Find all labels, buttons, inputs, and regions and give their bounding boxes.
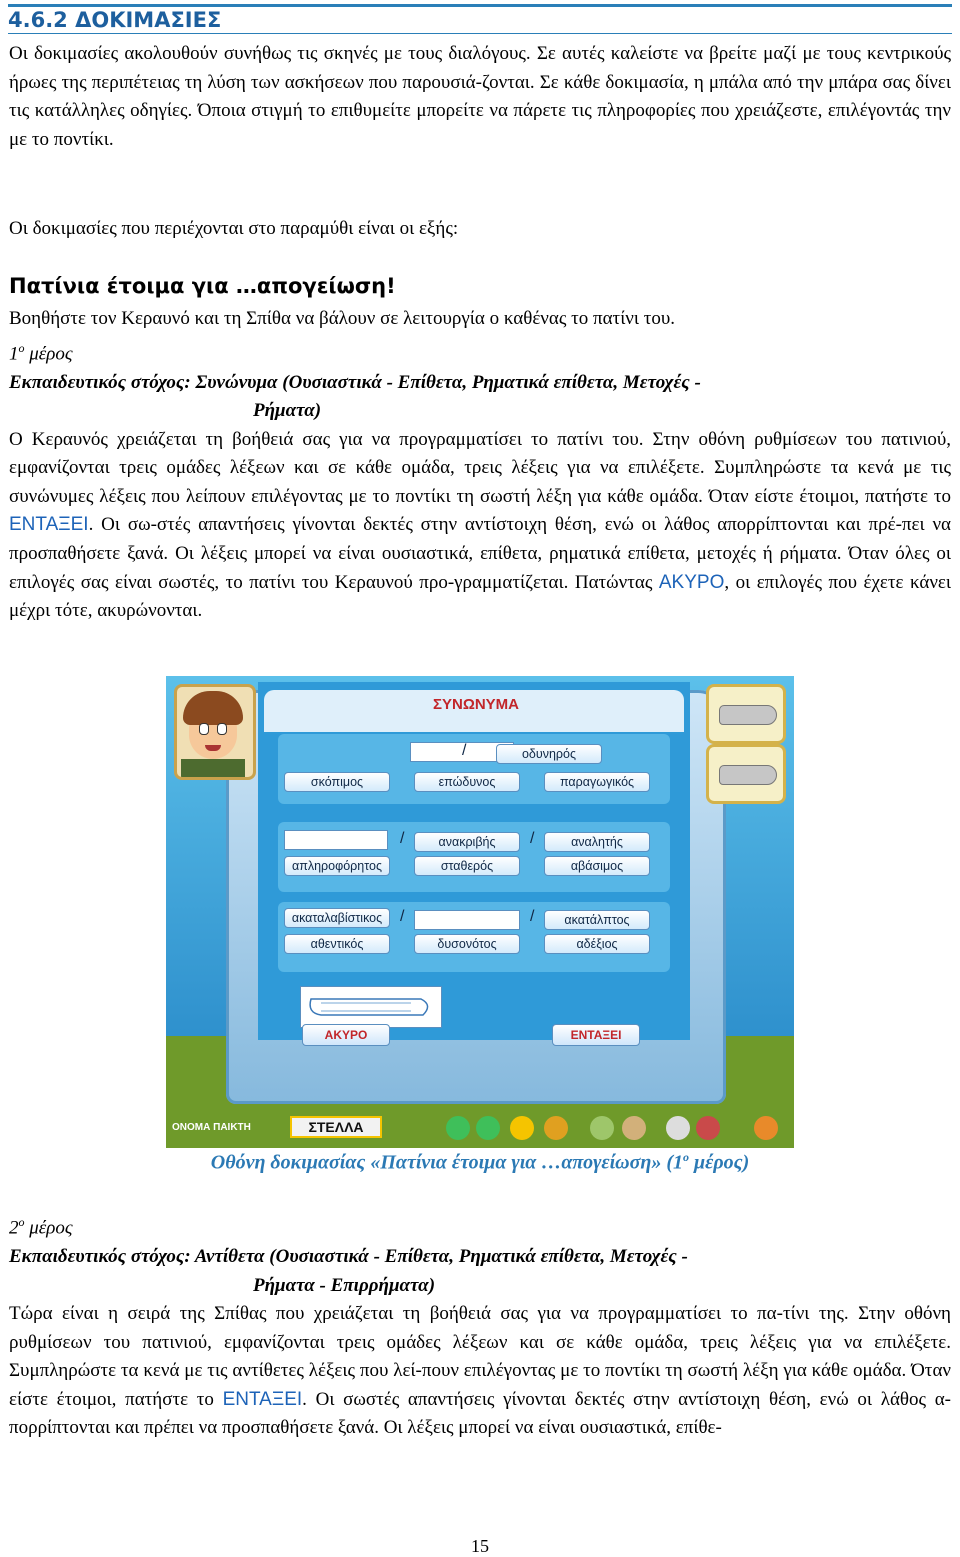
ok-word: ΕΝΤΑΞΕΙ — [9, 514, 89, 536]
word-slot[interactable] — [284, 830, 388, 850]
part1-label: 1ο μέρος — [9, 340, 73, 364]
player-name: ΣΤΕΛΛΑ — [290, 1116, 382, 1138]
task-title: Πατίνια έτοιμα για …απογείωση! — [9, 274, 396, 298]
page-number: 15 — [471, 1536, 489, 1556]
character-avatar — [174, 684, 256, 780]
figure-caption: Οθόνη δοκιμασίας «Πατίνια έτοιμα για …απ… — [210, 1150, 750, 1174]
part2-body: 2ο μέρος Εκπαιδευτικός στόχος: Αντίθετα … — [9, 1208, 951, 1443]
target-word: αναλητής — [544, 832, 650, 852]
choice-button[interactable]: απληροφόρητος — [284, 856, 390, 876]
ok-word: ΕΝΤΑΞΕΙ — [222, 1388, 303, 1410]
skate-icon — [719, 705, 777, 725]
part1-goal: Εκπαιδευτικός στόχος: Συνώνυμα (Ουσιαστι… — [9, 371, 701, 393]
task-subtitle: Βοηθήστε τον Κεραυνό και τη Σπίθα να βάλ… — [9, 308, 676, 329]
part2-goal: Εκπαιδευτικός στόχος: Αντίθετα (Ουσιαστι… — [9, 1245, 688, 1267]
part1-description: Ο Κεραυνός χρειάζεται τη βοήθειά σας για… — [9, 428, 952, 622]
arrow-right-icon[interactable] — [476, 1116, 500, 1140]
intro-paragraph: Οι δοκιμασίες ακολουθούν συνήθως τις σκη… — [9, 43, 951, 150]
arrow-left-icon[interactable] — [446, 1116, 470, 1140]
tools-icon[interactable] — [622, 1116, 646, 1140]
printer-icon[interactable] — [666, 1116, 690, 1140]
skate-blueprint — [300, 986, 442, 1028]
part2-label: 2ο μέρος — [9, 1215, 73, 1239]
notepad-icon[interactable] — [590, 1116, 614, 1140]
intro-list-lead: Οι δοκιμασίες που περιέχονται στο παραμύ… — [9, 218, 459, 239]
bottom-bar: ΟΝΟΜΑ ΠΑΙΚΤΗ ΣΤΕΛΛΑ — [166, 1104, 794, 1148]
screen-title: ΣΥΝΩΝΥΜΑ — [432, 696, 520, 713]
choice-button[interactable]: επώδυνος — [414, 772, 520, 792]
game-screenshot: ΣΥΝΩΝΥΜΑ / οδυνηρός σκόπιμος επώδυνος πα… — [166, 676, 794, 1148]
choice-button[interactable]: παραγωγικός — [544, 772, 650, 792]
skate-blueprint-icon — [309, 998, 429, 1016]
part2-description: Τώρα είναι η σειρά της Σπίθας που χρειάζ… — [9, 1303, 951, 1439]
skate-option-1[interactable] — [706, 684, 786, 744]
cancel-word: ΑΚΥΡΟ — [658, 571, 725, 593]
bulb-icon[interactable] — [754, 1116, 778, 1140]
exit-icon[interactable] — [696, 1116, 720, 1140]
target-word: ακατάλπτος — [544, 910, 650, 930]
choice-button[interactable]: δυσονότος — [414, 934, 520, 954]
section-heading: 4.6.2 ΔΟΚΙΜΑΣΙΕΣ — [8, 4, 952, 34]
smiley-icon[interactable] — [510, 1116, 534, 1140]
target-word: οδυνηρός — [496, 744, 602, 764]
skate-option-2[interactable] — [706, 744, 786, 804]
player-label: ΟΝΟΜΑ ΠΑΙΚΤΗ — [172, 1122, 251, 1133]
cancel-button[interactable]: ΑΚΥΡΟ — [302, 1024, 390, 1046]
choice-button[interactable]: σκόπιμος — [284, 772, 390, 792]
part1-goal-cont: Ρήματα) — [253, 400, 322, 422]
word-slot[interactable] — [414, 910, 520, 930]
choice-button[interactable]: αδέξιος — [544, 934, 650, 954]
ok-button[interactable]: ΕΝΤΑΞΕΙ — [552, 1024, 640, 1046]
choice-button[interactable]: σταθερός — [414, 856, 520, 876]
section-number: 4.6.2 — [8, 8, 68, 32]
placed-word[interactable]: ακαταλαβίστικος — [284, 908, 390, 928]
task-body: Βοηθήστε τον Κεραυνό και τη Σπίθα να βάλ… — [9, 305, 951, 626]
choice-button[interactable]: αβάσιμος — [544, 856, 650, 876]
part2-goal-cont: Ρήματα - Επιρρήματα) — [253, 1274, 436, 1296]
ball-icon[interactable] — [544, 1116, 568, 1140]
choice-button[interactable]: αθεντικός — [284, 934, 390, 954]
section-title: ΔΟΚΙΜΑΣΙΕΣ — [75, 8, 222, 32]
skate-icon — [719, 765, 777, 785]
placed-word[interactable]: ανακριβής — [414, 832, 520, 852]
